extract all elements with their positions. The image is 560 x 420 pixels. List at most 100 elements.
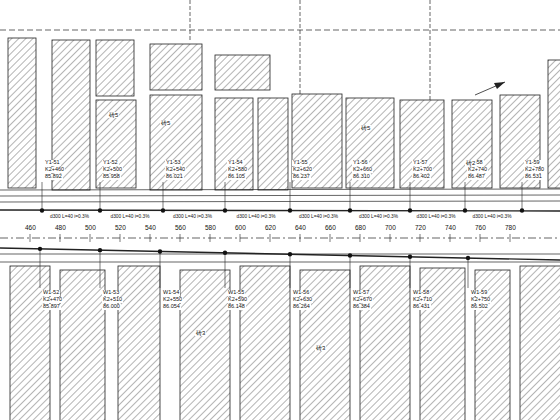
pipe-spec: d300 L=40 i=0.3%: [358, 215, 399, 220]
manhole-label: K2+510: [102, 297, 123, 303]
manhole-label: Y1-53: [165, 160, 182, 166]
manhole-label: 85.897: [42, 304, 61, 310]
leader-line: [163, 182, 164, 211]
road-lines: [0, 0, 560, 262]
station-number: 480: [54, 225, 67, 232]
pipe-spec: d300 L=40 i=0.3%: [236, 215, 277, 220]
manhole-label: 86.487: [467, 174, 486, 180]
station-number: 540: [144, 225, 157, 232]
manhole-label: K2+710: [412, 297, 433, 303]
manhole-label: 86.264: [292, 304, 311, 310]
manhole-label: W1-53: [102, 290, 120, 296]
manhole-symbol: [288, 252, 292, 256]
leader-line: [290, 254, 291, 288]
pipe-spec: d300 L=40 i=0.3%: [298, 215, 339, 220]
leader-line: [468, 258, 469, 288]
leader-line: [100, 182, 101, 211]
manhole-symbol: [408, 255, 412, 259]
station-number: 760: [474, 225, 487, 232]
leader-line: [100, 250, 101, 288]
leader-line: [350, 256, 351, 289]
manhole-label: 86.431: [412, 304, 431, 310]
leader-line: [42, 182, 43, 211]
manhole-label: K2+500: [102, 167, 123, 173]
manhole-label: K2+580: [227, 167, 248, 173]
manhole-symbol: [223, 251, 227, 255]
manhole-label: K2+550: [162, 297, 183, 303]
station-tick: [60, 234, 61, 242]
leader-line: [410, 257, 411, 288]
manhole-symbol: [520, 208, 524, 212]
manhole-label: K2+700: [412, 167, 433, 173]
station-tick: [300, 234, 301, 242]
manhole-label: 86.402: [412, 174, 431, 180]
manhole-label: K2+670: [352, 297, 373, 303]
manhole-label: 86.021: [165, 174, 184, 180]
manhole-label: K2+620: [292, 167, 313, 173]
manhole-symbol: [288, 208, 292, 212]
manhole-label: K2+630: [292, 297, 313, 303]
station-tick: [30, 234, 31, 242]
station-number: 580: [204, 225, 217, 232]
building-label: 砖3: [195, 330, 206, 336]
leader-line: [350, 182, 351, 211]
station-number: 660: [324, 225, 337, 232]
station-number: 640: [294, 225, 307, 232]
station-tick: [180, 234, 181, 242]
leader-line: [225, 182, 226, 211]
manhole-label: W1-52: [42, 290, 60, 296]
manhole-label: W1-59: [470, 290, 488, 296]
building-label: 砖3: [315, 345, 326, 351]
manhole-label: W1-55: [227, 290, 245, 296]
manhole-label: W1-58: [412, 290, 430, 296]
manhole-label: Y1-56: [352, 160, 369, 166]
manhole-symbol: [98, 208, 102, 212]
station-number: 500: [84, 225, 97, 232]
pipe-spec: d300 L=40 i=0.3%: [172, 215, 213, 220]
manhole-label: K2+460: [44, 167, 65, 173]
pipe-spec: d300 L=40 i=0.3%: [416, 215, 457, 220]
manhole-symbol: [38, 247, 42, 251]
manhole-symbol: [40, 208, 44, 212]
manhole-symbol: [161, 208, 165, 212]
manhole-label: 85.958: [102, 174, 121, 180]
station-tick: [420, 234, 421, 242]
station-tick: [120, 234, 121, 242]
leader-line: [522, 182, 523, 211]
leader-line: [410, 182, 411, 211]
manhole-symbol: [98, 248, 102, 252]
manhole-label: W1-57: [352, 290, 370, 296]
station-tick: [480, 234, 481, 242]
station-tick: [150, 234, 151, 242]
pipe-spec: d300 L=40 i=0.3%: [110, 215, 151, 220]
manhole-label: 86.237: [292, 174, 311, 180]
manhole-label: 86.000: [102, 304, 121, 310]
station-tick: [360, 234, 361, 242]
manhole-label: Y1-52: [102, 160, 119, 166]
manhole-symbol: [158, 249, 162, 253]
manhole-label: 86.502: [470, 304, 489, 310]
station-tick: [450, 234, 451, 242]
manhole-label: Y1-57: [412, 160, 429, 166]
station-tick: [390, 234, 391, 242]
manhole-label: Y1-55: [292, 160, 309, 166]
station-number: 680: [354, 225, 367, 232]
building-blocks: [8, 38, 560, 420]
station-tick: [90, 234, 91, 242]
manhole-label: 86.531: [524, 174, 543, 180]
manhole-label: Y1-59: [524, 160, 541, 166]
manhole-label: K2+780: [524, 167, 545, 173]
leader-line: [290, 182, 291, 211]
station-number: 720: [414, 225, 427, 232]
manhole-label: 86.310: [352, 174, 371, 180]
manhole-symbol: [408, 208, 412, 212]
building-label: 砖5: [160, 120, 171, 126]
manhole-label: 85.892: [44, 174, 63, 180]
manhole-label: 86.148: [227, 304, 246, 310]
manhole-label: Y1-54: [227, 160, 244, 166]
manhole-marks: [38, 182, 524, 288]
pipe-spec: d300 L=40 i=0.3%: [472, 215, 513, 220]
station-number: 740: [444, 225, 457, 232]
